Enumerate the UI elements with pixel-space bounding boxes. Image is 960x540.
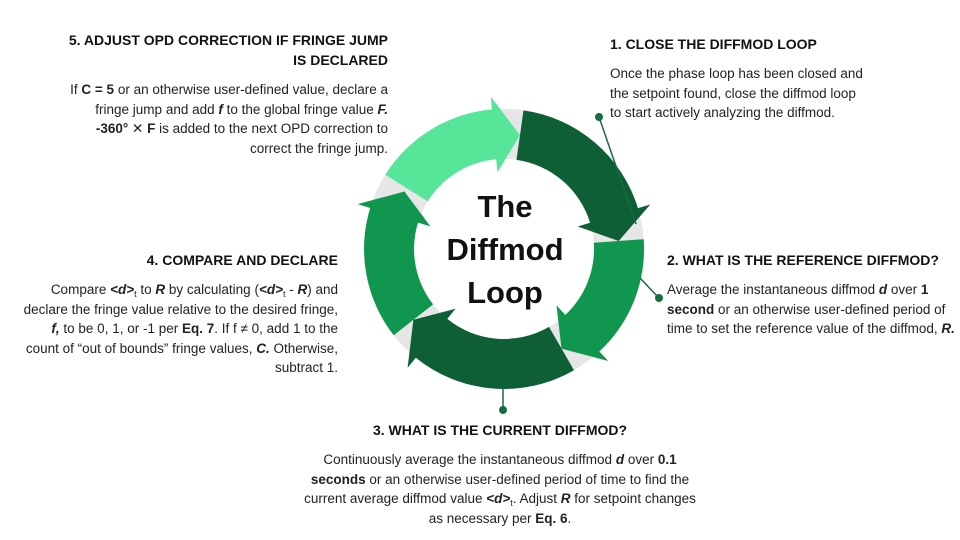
step-4-subscript: t [134, 289, 137, 299]
step-3-text: . [567, 510, 572, 526]
step-4-text: - [285, 282, 298, 297]
step-5-threshold: C = 5 [81, 82, 115, 97]
connector-step2 [639, 277, 663, 302]
step-4-equation-ref: Eq. 7 [181, 321, 215, 336]
step-5-var-global-f: F. [377, 101, 388, 117]
connector-step3 [499, 388, 507, 414]
step-2-var-d: d [878, 282, 888, 297]
diagram-title: The Diffmod Loop [410, 185, 600, 314]
loop-arrow-step3-to-4 [407, 308, 574, 389]
step-3-var-davg: <d> [486, 491, 511, 506]
step-3-var-d: d [615, 452, 625, 467]
step-4-text: Compare [50, 282, 111, 297]
step-5-block: 5. ADJUST OPD CORRECTION IF FRINGE JUMP … [60, 30, 388, 158]
step-4-subscript: t [282, 289, 286, 299]
step-5-body: If C = 5 or an otherwise user-defined va… [60, 80, 388, 158]
step-3-text: over [624, 452, 658, 467]
step-3-duration: 0.1 seconds [310, 452, 677, 487]
step-2-body: Average the instantaneous diffmod d over… [667, 280, 957, 339]
step-2-block: 2. WHAT IS THE REFERENCE DIFFMOD? Averag… [667, 250, 957, 339]
step-4-var-r: R [297, 282, 308, 297]
step-3-text: or an otherwise user-defined period of t… [304, 471, 690, 507]
step-3-text: for setpoint changes as necessary per [428, 491, 696, 526]
step-5-text: or an otherwise user-defined value, decl… [95, 82, 388, 117]
step-4-text: to be 0, 1, or -1 per [59, 321, 182, 336]
step-4-text: ) and declare the fringe value relative … [23, 282, 338, 317]
step-5-text: If [70, 82, 82, 97]
step-4-var-davg: <d> [110, 282, 135, 297]
step-1-body: Once the phase loop has been closed and … [610, 66, 863, 120]
step-4-text: Otherwise, subtract 1. [269, 340, 338, 376]
step-3-body: Continuously average the instantaneous d… [300, 450, 700, 528]
step-1-block: 1. CLOSE THE DIFFMOD LOOP Once the phase… [610, 34, 870, 123]
connector-step1 [595, 113, 637, 225]
step-4-text: to [136, 282, 156, 297]
step-3-var-r: R [560, 491, 571, 506]
step-2-var-r: R. [941, 321, 955, 336]
step-3-block: 3. WHAT IS THE CURRENT DIFFMOD? Continuo… [300, 420, 700, 528]
title-line-2: Diffmod [446, 232, 564, 267]
step-4-var-davg: <d> [258, 282, 283, 297]
step-3-subscript: t [510, 498, 513, 508]
step-5-title: 5. ADJUST OPD CORRECTION IF FRINGE JUMP … [68, 32, 388, 68]
step-4-block: 4. COMPARE AND DECLARE Compare <d>t to R… [20, 250, 338, 378]
step-4-var-c: C. [256, 340, 270, 356]
step-2-title: 2. WHAT IS THE REFERENCE DIFFMOD? [667, 252, 939, 268]
step-2-text: Average the instantaneous diffmod [667, 282, 879, 297]
loop-arrow-step4-to-5 [357, 191, 434, 336]
step-4-title: 4. COMPARE AND DECLARE [146, 252, 338, 268]
step-4-text: by calculating ( [165, 282, 259, 297]
step-4-text: . If f ≠ 0, add 1 to the count of “out o… [25, 321, 338, 356]
title-line-3: Loop [467, 275, 543, 310]
title-line-1: The [477, 189, 533, 224]
step-3-equation-ref: Eq. 6 [535, 510, 568, 526]
step-5-text: to the global fringe value [222, 101, 378, 117]
loop-arrow-step5-to-1 [385, 96, 520, 202]
ring-inner-disc [414, 159, 594, 339]
loop-arrow-step1-to-2 [516, 110, 651, 242]
step-4-var-f: f, [51, 321, 60, 336]
step-2-duration: 1 second [667, 282, 929, 317]
loop-arrow-step2-to-3 [556, 239, 645, 361]
step-2-text: or an otherwise user-defined period of t… [667, 301, 946, 337]
step-3-text: . Adjust [512, 491, 561, 506]
step-4-body: Compare <d>t to R by calculating (<d>t -… [20, 280, 338, 378]
step-3-text: Continuously average the instantaneous d… [323, 452, 616, 467]
step-5-formula: -360° ✕ F [95, 121, 156, 136]
step-3-title: 3. WHAT IS THE CURRENT DIFFMOD? [372, 422, 628, 438]
step-1-title: 1. CLOSE THE DIFFMOD LOOP [610, 36, 817, 52]
step-2-text: over [887, 282, 921, 297]
step-5-var-f: f [218, 101, 223, 117]
step-4-var-r: R [155, 282, 166, 297]
step-5-text: is added to the next OPD correction to c… [155, 121, 388, 156]
